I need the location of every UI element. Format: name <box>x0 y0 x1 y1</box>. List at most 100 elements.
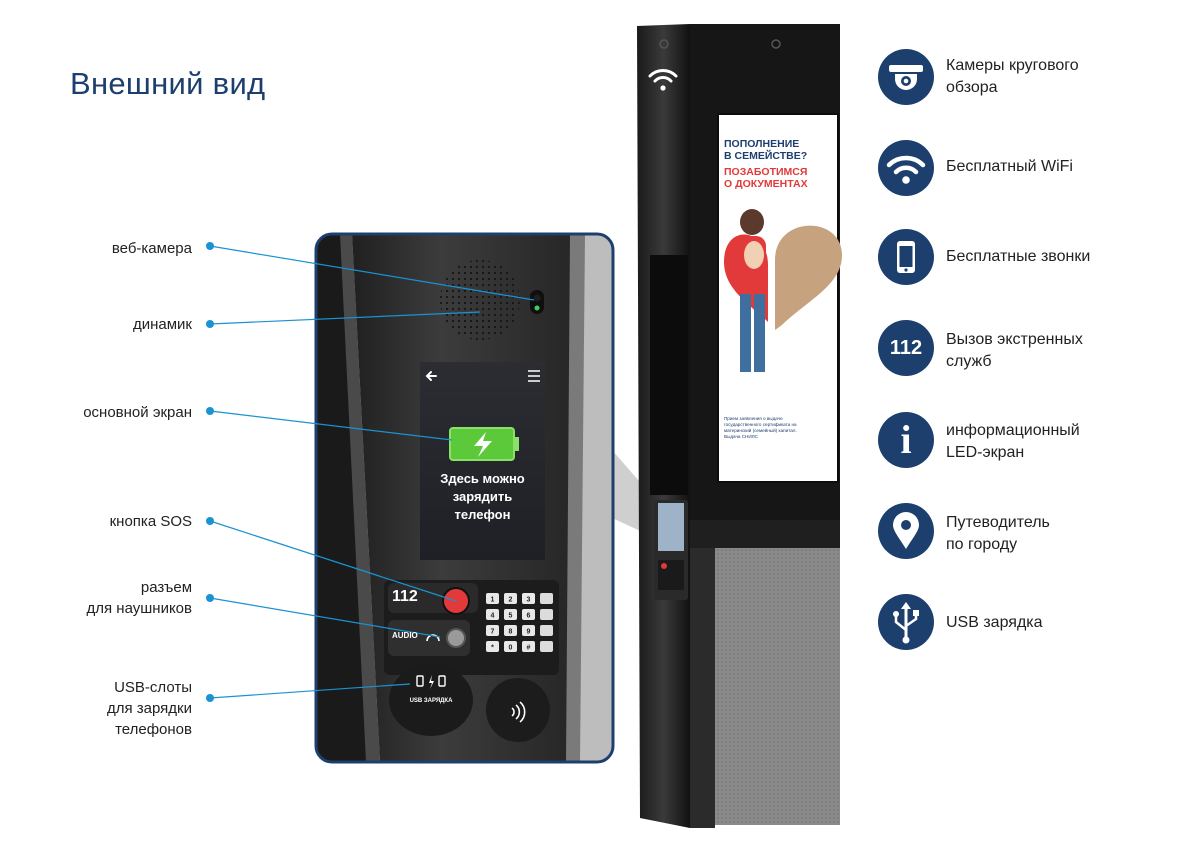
keypad-key[interactable] <box>522 593 535 604</box>
ad-body-line: материнский (семейный) капитал. <box>724 428 797 433</box>
112-icon-label: 112 <box>889 337 923 359</box>
keypad-key[interactable] <box>522 641 535 652</box>
keypad-key-label: 8 <box>509 629 513 636</box>
callout-label: для зарядки <box>106 700 192 717</box>
callout-sos: кнопка SOS <box>0 511 192 532</box>
feature-camera: Камеры кругового обзора <box>946 55 1079 99</box>
page-title: Внешний вид <box>70 66 266 101</box>
keypad-key-label: 4 <box>491 613 495 620</box>
keypad-key-label: * <box>491 645 494 652</box>
ad-headline-line: ПОПОЛНЕНИЕ <box>724 138 800 150</box>
usb-slots[interactable] <box>389 664 473 736</box>
webcam <box>530 290 544 314</box>
feature-wifi: Бесплатный WiFi <box>946 156 1073 178</box>
keypad-key-label: 2 <box>509 597 513 604</box>
menu-icon <box>528 370 540 382</box>
callout-usb: USB-слоты для зарядки телефонов <box>0 677 192 740</box>
info-icon-label: i <box>900 417 912 462</box>
feature-label: Бесплатные звонки <box>946 248 1091 265</box>
ad-headline: ПОПОЛНЕНИЕ В СЕМЕЙСТВЕ? <box>724 138 807 162</box>
feature-label: Путеводитель <box>946 514 1050 531</box>
keypad-key[interactable] <box>540 641 553 652</box>
contactless-icon <box>511 701 526 723</box>
usb-charge-label: USB ЗАРЯДКА <box>409 698 453 704</box>
callout-label: кнопка SOS <box>109 513 192 530</box>
callout-label: разъем <box>140 579 192 596</box>
zoom-frame <box>314 232 615 764</box>
feature-icons <box>878 49 934 650</box>
keypad-key-label: 7 <box>491 629 495 636</box>
keypad-key[interactable] <box>522 625 535 636</box>
ad-sub-line: ПОЗАБОТИМСЯ <box>724 166 808 178</box>
callout-speaker: динамик <box>0 314 192 335</box>
audio-label: AUDIO <box>392 631 418 640</box>
keypad-key[interactable] <box>486 593 499 604</box>
callout-dots <box>206 242 214 702</box>
keypad-key[interactable] <box>540 625 553 636</box>
wifi-icon <box>878 140 934 196</box>
keypad-key[interactable] <box>522 609 535 620</box>
speaker-grill <box>440 260 520 340</box>
feature-label: обзора <box>946 79 998 96</box>
feature-label: LED-экран <box>946 444 1025 461</box>
keypad-key-label: 0 <box>509 645 513 652</box>
callout-main-screen: основной экран <box>0 402 192 423</box>
screen-message: Здесь можно зарядить телефон <box>420 470 545 524</box>
phone-icon <box>878 229 934 285</box>
keypad-key[interactable] <box>504 625 517 636</box>
keypad-key[interactable] <box>540 609 553 620</box>
feature-label: Вызов экстренных <box>946 331 1083 348</box>
keypad-key[interactable] <box>486 641 499 652</box>
callout-label: веб-камера <box>111 240 192 257</box>
callout-lines <box>209 245 535 699</box>
ad-body-line: государственного сертификата на <box>724 422 797 427</box>
callout-label: телефонов <box>115 721 192 738</box>
keypad-key-label: 1 <box>491 597 495 604</box>
usb-icon <box>878 594 934 650</box>
panel-number: 112 <box>392 588 418 605</box>
callout-webcam: веб-камера <box>0 238 192 259</box>
keypad-key-label: # <box>527 645 531 652</box>
ad-sub-line: О ДОКУМЕНТАХ <box>724 178 808 190</box>
keypad-key[interactable] <box>504 609 517 620</box>
battery-icon <box>449 427 519 461</box>
feature-emergency: Вызов экстренных служб <box>946 329 1083 373</box>
keypad-key-label: 6 <box>527 613 531 620</box>
callout-label: для наушников <box>86 600 193 617</box>
feature-label: Бесплатный WiFi <box>946 158 1073 175</box>
feature-label: по городу <box>946 536 1018 553</box>
feature-label: USB зарядка <box>946 614 1043 631</box>
keypad-key[interactable] <box>504 641 517 652</box>
callout-label: основной экран <box>83 404 192 421</box>
feature-label: Камеры кругового <box>946 57 1079 74</box>
ad-subheadline: ПОЗАБОТИМСЯ О ДОКУМЕНТАХ <box>724 166 808 190</box>
feature-led-screen: информационный LED-экран <box>946 420 1080 464</box>
keypad-key[interactable] <box>540 593 553 604</box>
keypad-key[interactable] <box>504 593 517 604</box>
ad-body-line: Прием заявления о выдаче <box>724 416 783 421</box>
keypad-key[interactable] <box>486 609 499 620</box>
headphone-jack[interactable] <box>446 628 466 648</box>
feature-label: служб <box>946 353 992 370</box>
ad-body: Прием заявления о выдаче государственног… <box>724 416 797 440</box>
ad-body-line: Выдача СНИЛС <box>724 434 758 439</box>
ad-headline-line: В СЕМЕЙСТВЕ? <box>724 150 808 162</box>
callout-label: динамик <box>132 316 192 333</box>
keypad-key-label: 3 <box>527 597 531 604</box>
feature-label: информационный <box>946 422 1080 439</box>
keypad-key-label: 5 <box>509 613 513 620</box>
callout-label: USB-слоты <box>114 679 192 696</box>
back-arrow-icon <box>425 371 437 381</box>
screen-line: Здесь можно <box>440 471 525 486</box>
callout-headphones: разъем для наушников <box>0 577 193 619</box>
location-pin-icon <box>878 503 934 559</box>
usb-ports-icon <box>416 675 446 689</box>
feature-usb: USB зарядка <box>946 612 1043 634</box>
nfc-reader[interactable] <box>486 678 550 742</box>
screen-line: телефон <box>454 507 511 522</box>
keypad-key[interactable] <box>486 625 499 636</box>
